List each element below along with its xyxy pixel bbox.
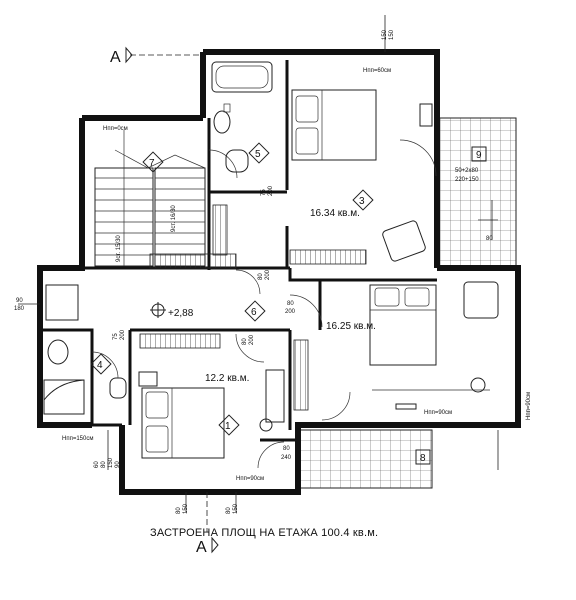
svg-text:80: 80 [101,461,107,468]
svg-text:5: 5 [255,149,261,160]
room-tags: 3 5 7 9 6 4 1 8 [90,142,487,465]
room-tag-9: 9 [471,146,487,162]
svg-text:80: 80 [486,236,493,242]
room-tag-5: 5 [248,142,270,164]
svg-text:200: 200 [285,309,296,315]
room-3-area: 16.34 кв.м. [310,208,360,219]
level-marker: +2,88 [150,302,194,319]
svg-text:200: 200 [120,329,126,340]
dimension-lines [18,15,499,532]
hp-room1: Нпп=90см [236,476,264,482]
svg-text:150: 150 [183,503,189,514]
level-value: +2,88 [168,308,194,319]
svg-text:200: 200 [249,334,255,345]
terrace9-line2: 220+150 [455,177,479,183]
svg-text:60: 60 [94,461,100,468]
bathroom-4-fixtures [43,284,127,415]
stair-label-1: 9ст. 15/30 [116,235,122,262]
bed-room-1 [141,387,225,459]
staircase: 9ст. 15/30 9ст. 16/30 Нпп=0см [94,126,206,267]
wardrobes [139,204,367,411]
room-tag-6: 6 [244,300,266,322]
stair-label-2: 9ст. 16/30 [171,205,177,232]
room-tag-8: 8 [415,449,431,465]
svg-text:7: 7 [149,158,155,169]
svg-text:75: 75 [113,333,119,340]
svg-text:150: 150 [233,503,239,514]
hp-room2: Нпп=90см [424,410,452,416]
room-tag-7: 7 [142,151,164,173]
svg-text:150: 150 [108,457,114,468]
svg-text:80: 80 [176,507,182,514]
exterior-walls [37,49,521,495]
room-1-area: 12.2 кв.м. [205,373,249,384]
room-tag-1: 1 [218,414,240,436]
svg-text:4: 4 [97,360,103,371]
svg-text:1: 1 [225,421,231,432]
doors [91,139,437,469]
furniture [138,103,499,432]
svg-text:150: 150 [389,29,395,40]
section-marks: A A [110,46,219,556]
door-dimensions: 75 200 80 200 80 200 80 200 75 200 80 24… [113,185,296,461]
section-mark-bottom: A [196,539,207,556]
hp-top: Нпп=60см [363,68,391,74]
terrace-8-tiles [299,429,433,489]
svg-text:90: 90 [16,298,23,304]
terrace9-line1: 50+2x80 [455,168,479,174]
svg-text:80: 80 [258,273,264,280]
hp-right: Нпп=90см [526,392,532,420]
window-dimensions: 150 150 90 180 80 150 80 150 60 80 150 9… [14,29,493,514]
svg-text:80: 80 [287,301,294,307]
section-mark-top: A [110,49,121,66]
room-tag-4: 4 [90,353,112,375]
svg-text:200: 200 [268,185,274,196]
svg-text:8: 8 [420,453,426,464]
svg-text:240: 240 [281,455,292,461]
terrace-9-tiles [437,117,517,269]
svg-text:180: 180 [14,306,25,312]
stair-height-label: Нпп=0см [103,126,128,132]
svg-text:200: 200 [265,269,271,280]
footer-built-area: ЗАСТРОЕНА ПЛОЩ НА ЕТАЖА 100.4 кв.м. [150,527,378,539]
bathroom-5-fixtures [211,61,273,173]
svg-text:80: 80 [283,446,290,452]
bed-room-2 [369,284,437,366]
svg-text:9: 9 [476,150,482,161]
svg-text:75: 75 [261,189,267,196]
svg-text:3: 3 [359,196,365,207]
room-tag-3: 3 [352,189,374,211]
svg-text:150: 150 [382,29,388,40]
svg-text:6: 6 [251,307,257,318]
hp-bath: Нпп=150см [62,436,93,442]
svg-text:80: 80 [242,338,248,345]
bed-room-3 [291,89,377,161]
svg-text:90: 90 [115,461,121,468]
room-2-area: 16.25 кв.м. [326,321,376,332]
svg-text:80: 80 [226,507,232,514]
